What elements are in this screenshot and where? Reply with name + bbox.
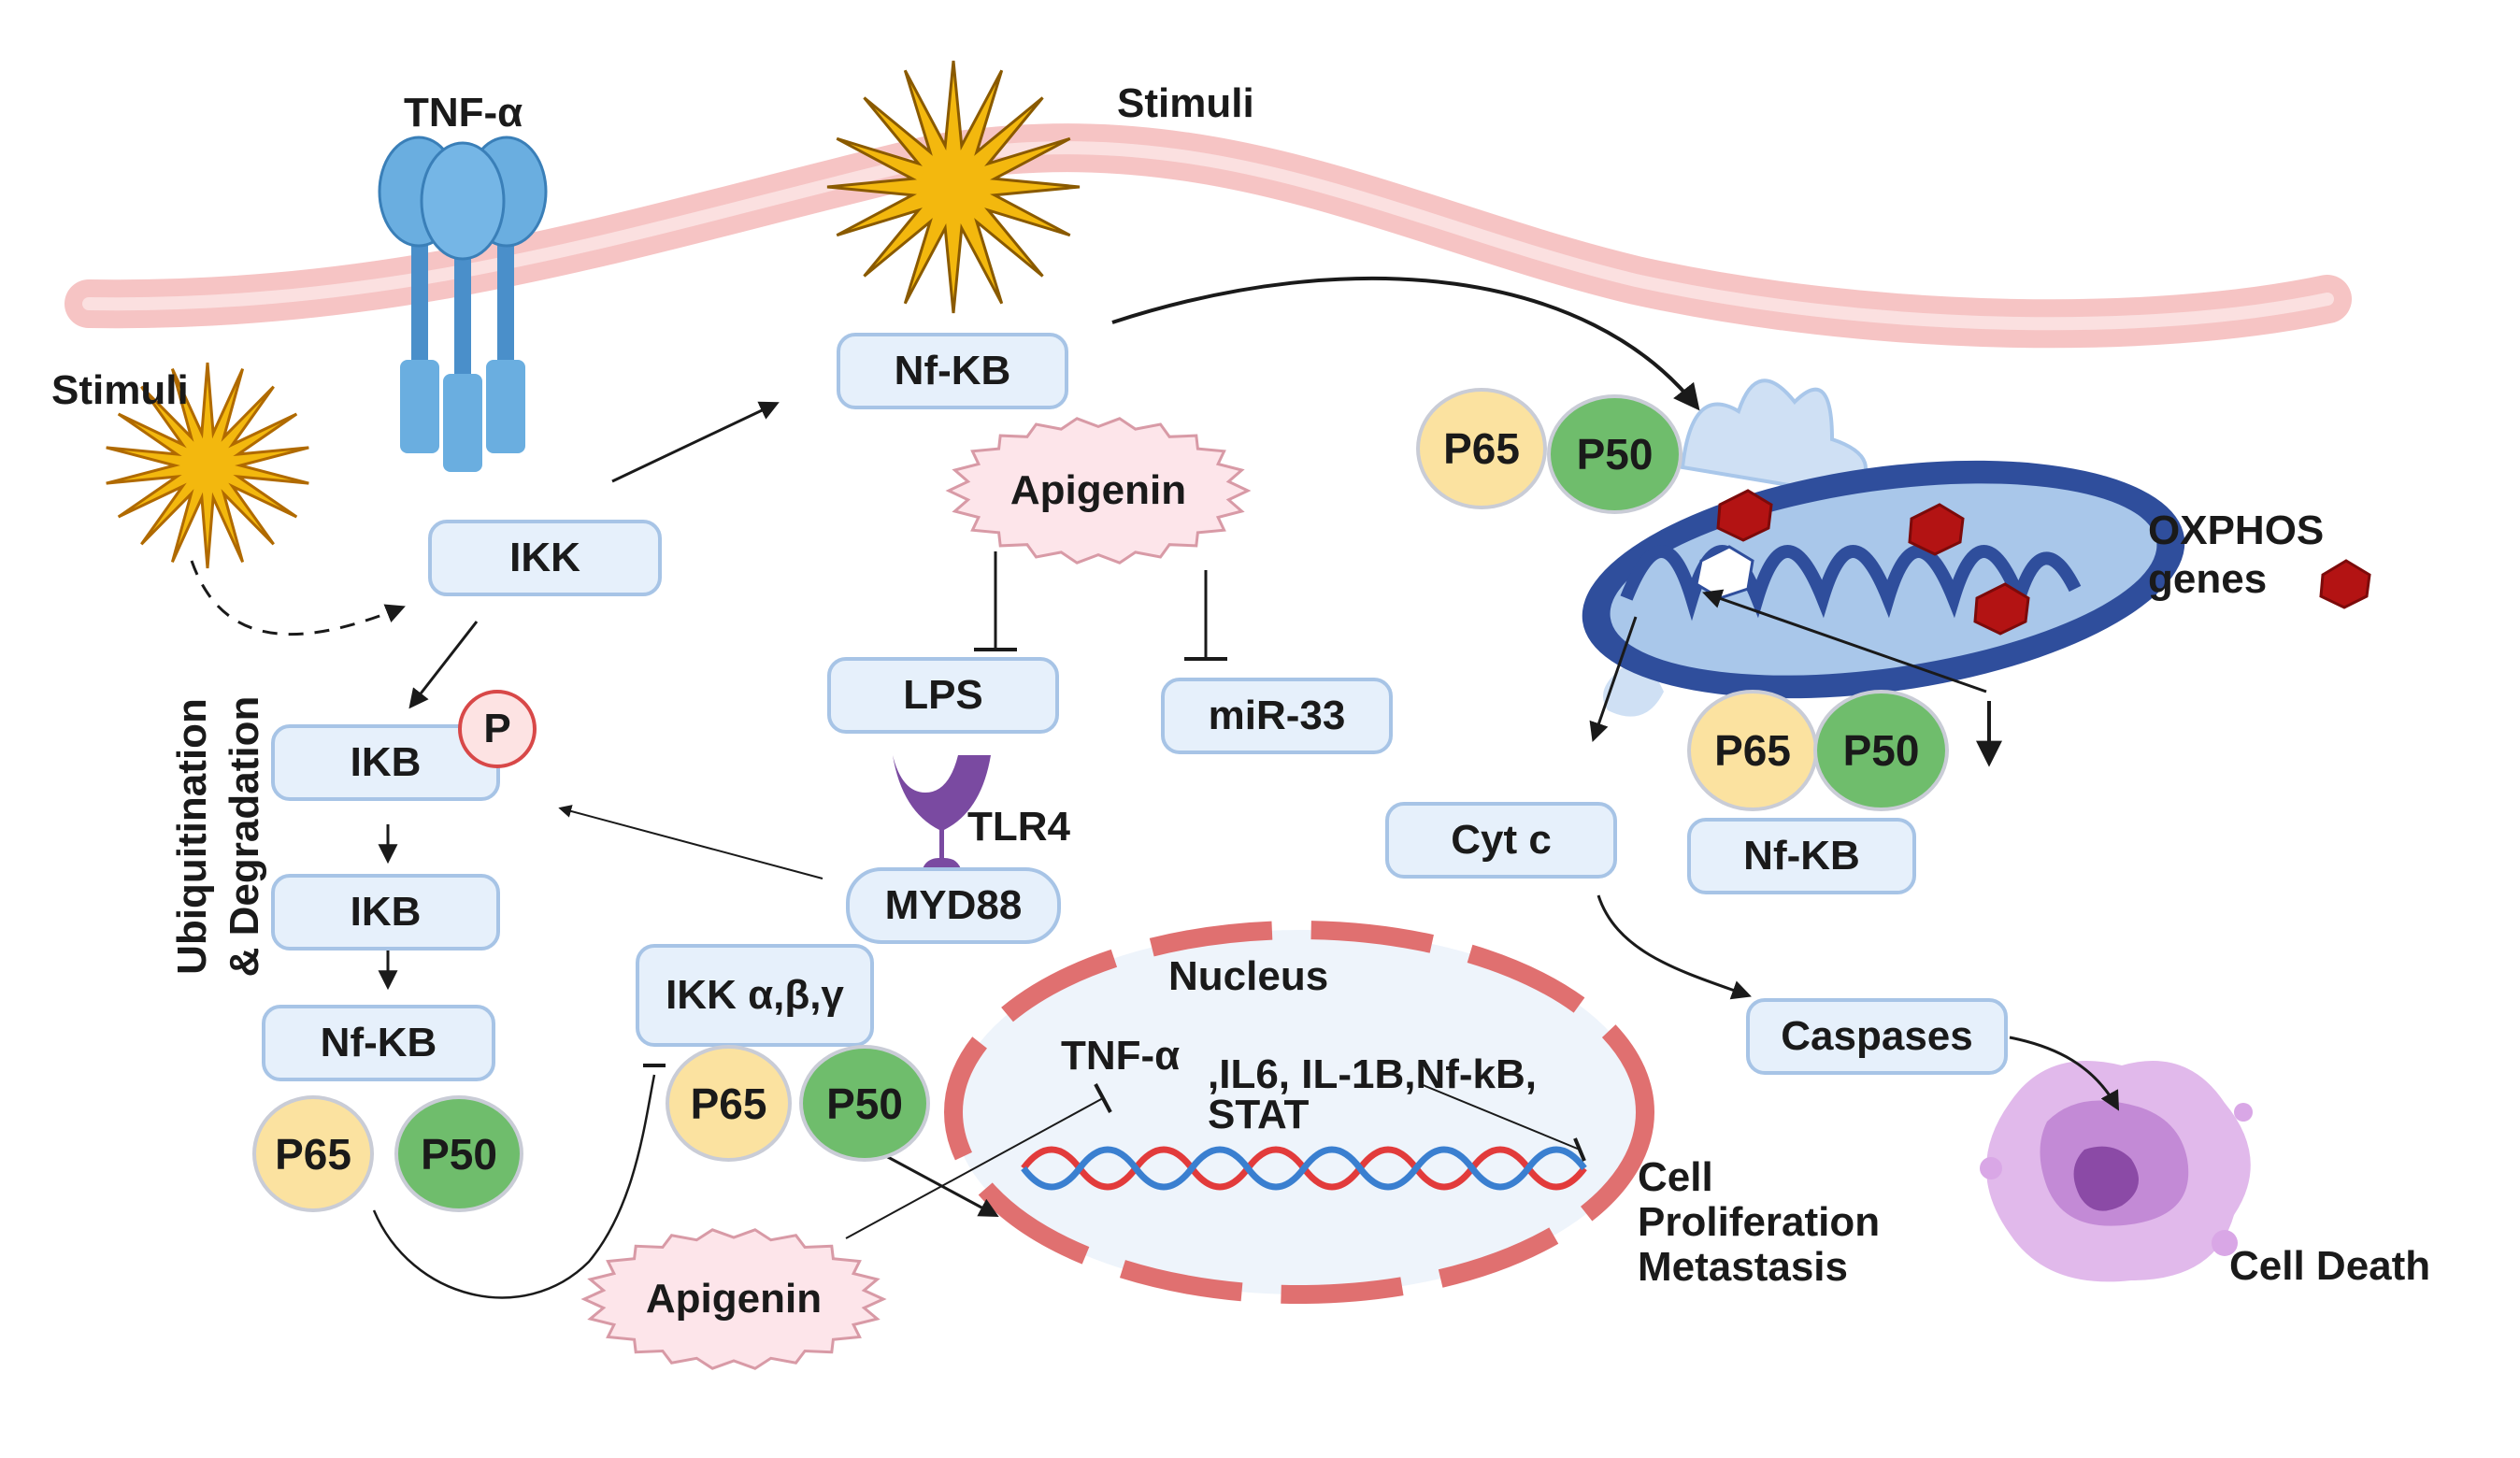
dying-cell-icon	[1980, 1061, 2253, 1282]
p65-subunit: P65	[1687, 690, 1818, 811]
oxphos-line-1: OXPHOS	[2148, 507, 2325, 553]
oxphos-line-2: genes	[2148, 556, 2268, 602]
tnf-receptor-icon	[378, 136, 548, 472]
stimuli-top-label: Stimuli	[1117, 80, 1254, 126]
ikk-abg-box: IKK α,β,γ	[636, 944, 874, 1047]
apigenin-blob	[580, 1228, 887, 1370]
stimuli-burst-core	[181, 439, 234, 492]
nucleus-gene-list: ,IL6, IL-1B,Nf-kB,	[1208, 1051, 1538, 1097]
nucleus-gene-tnf: TNF-α	[1061, 1033, 1181, 1079]
p50-subunit: P50	[1547, 394, 1682, 514]
apigenin-top-label: Apigenin	[1009, 467, 1187, 513]
tnf-alpha-label: TNF-α	[404, 90, 523, 136]
ubiquitination-line-2: & Degradation	[222, 695, 267, 978]
pathway-arrows	[190, 276, 2120, 1299]
nfkb-left-box: Nf-KB	[262, 1005, 495, 1081]
mir33-box: miR-33	[1161, 678, 1393, 754]
tlr4-receptor-icon	[893, 755, 991, 937]
stimuli-burst-core	[920, 153, 987, 221]
stimuli-starburst-icon	[826, 60, 1081, 314]
nucleus-label: Nucleus	[1168, 953, 1329, 999]
dna-helix-icon	[1021, 1146, 1587, 1191]
ikk-box: IKK	[428, 520, 662, 596]
p50-subunit: P50	[799, 1045, 930, 1162]
apigenin-bottom-label: Apigenin	[645, 1276, 823, 1322]
nfkb-top-box: Nf-KB	[837, 333, 1068, 409]
p65-subunit: P65	[1416, 388, 1547, 509]
stimuli-starburst-icon	[106, 362, 309, 569]
cell-death-label: Cell Death	[2229, 1243, 2431, 1289]
cyt-c-box: Cyt c	[1385, 802, 1617, 879]
cell-proliferation-line-3: Metastasis	[1638, 1244, 1849, 1290]
cell-proliferation-line-2: Proliferation	[1638, 1199, 1881, 1245]
oxphos-gene-icon	[1716, 489, 2371, 636]
nucleus	[944, 921, 1654, 1304]
nfkb-right-box: Nf-KB	[1687, 818, 1916, 894]
stimuli-left-label: Stimuli	[51, 367, 189, 413]
ubiquitination-line-1: Ubiquitination	[169, 698, 215, 975]
p65-subunit: P65	[252, 1095, 374, 1212]
p50-subunit: P50	[1813, 690, 1949, 811]
p65-subunit: P65	[666, 1045, 792, 1162]
ikb-box: IKB	[271, 874, 500, 951]
cell-proliferation-line-1: Cell	[1638, 1154, 1713, 1200]
apigenin-blob	[945, 417, 1252, 565]
cell-proliferation-label: Cell Proliferation Metastasis	[1638, 1155, 1880, 1290]
oxphos-label: OXPHOS genes	[2148, 507, 2324, 604]
phosphate-badge: P	[458, 690, 537, 768]
tlr4-label: TLR4	[967, 804, 1070, 850]
lps-box: LPS	[827, 657, 1059, 734]
nucleus-gene-stat: STAT	[1208, 1092, 1310, 1137]
inhibition-bars	[643, 648, 1586, 1162]
caspases-box: Caspases	[1746, 998, 2008, 1075]
ubiquitination-label: Ubiquitination & Degradation	[166, 593, 271, 1079]
myd88-box: MYD88	[846, 867, 1061, 944]
p50-subunit: P50	[394, 1095, 523, 1212]
